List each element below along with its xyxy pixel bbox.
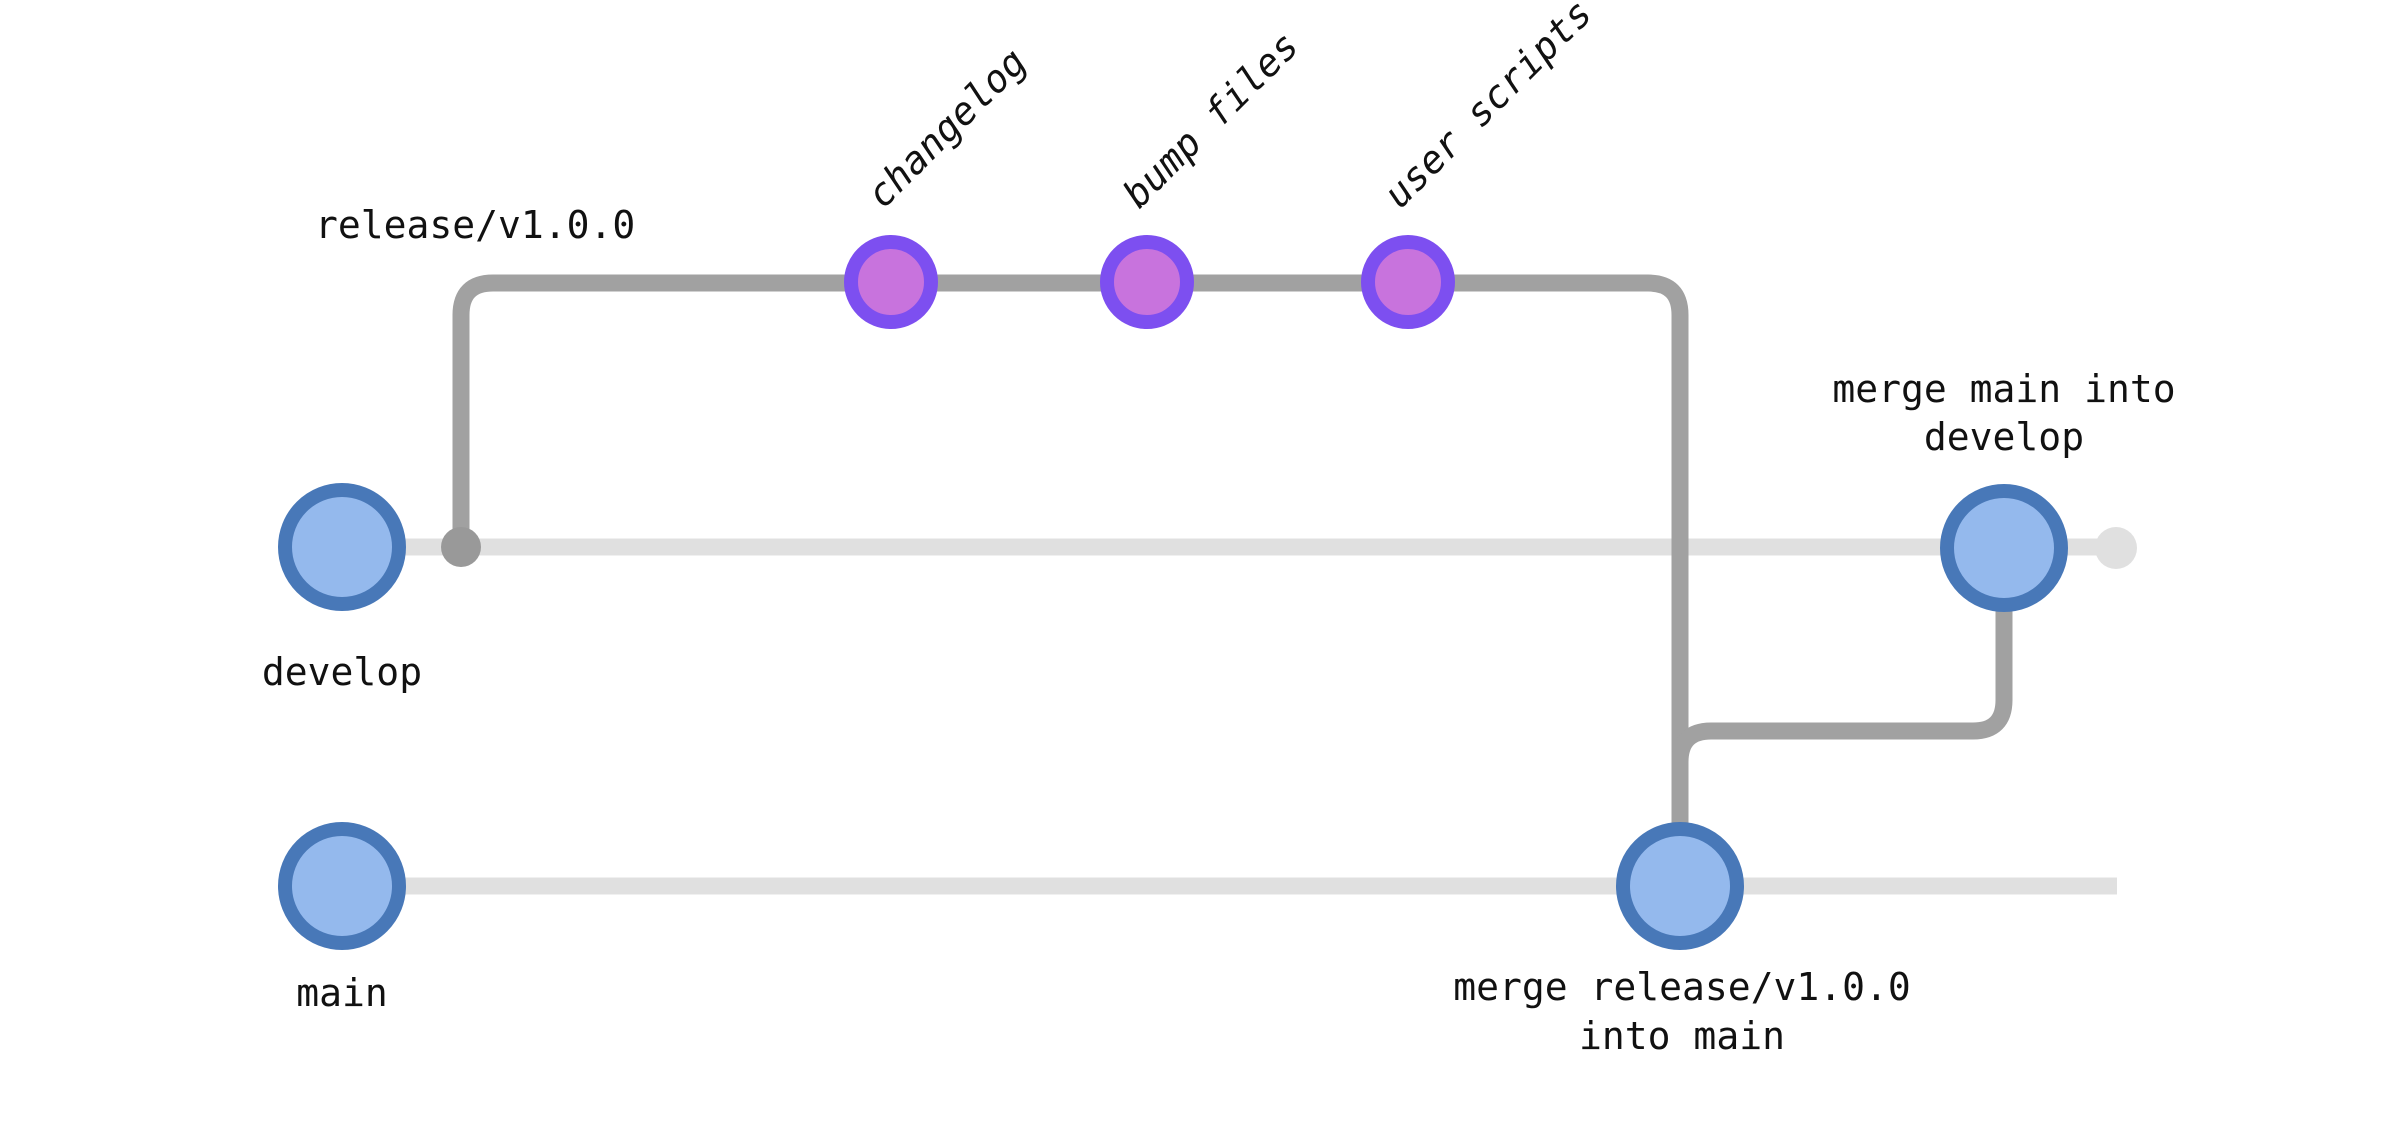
merge-into-main-label-line2: into main	[1579, 1014, 1785, 1058]
merge-main-into-develop-path	[1671, 548, 2013, 885]
commit-node-changelog	[844, 235, 938, 329]
commit-node-user-scripts	[1361, 235, 1455, 329]
main-commit-node	[278, 822, 406, 950]
develop-commit-node	[278, 483, 406, 611]
merge-main-into-develop-node	[1940, 484, 2068, 612]
commit-label-changelog: changelog	[858, 40, 1035, 217]
release-branch-point-dot	[441, 527, 481, 567]
commit-label-user-scripts: user scripts	[1375, 0, 1600, 216]
commit-label-bump-files: bump files	[1114, 23, 1307, 216]
release-branch-label: release/v1.0.0	[315, 203, 635, 247]
merge-release-into-main-node	[1616, 822, 1744, 950]
label-group: release/v1.0.0 develop main changelog bu…	[262, 0, 2176, 1058]
release-branch-path	[452, 274, 1689, 885]
develop-branch-label: develop	[262, 650, 422, 694]
commit-node-bump-files	[1100, 235, 1194, 329]
main-branch-label: main	[296, 971, 388, 1015]
merge-into-main-label-line1: merge release/v1.0.0	[1453, 965, 1911, 1009]
merge-into-develop-label-line1: merge main into	[1832, 367, 2175, 411]
develop-head-dot	[2095, 527, 2137, 569]
merge-into-develop-label-line2: develop	[1924, 415, 2084, 459]
